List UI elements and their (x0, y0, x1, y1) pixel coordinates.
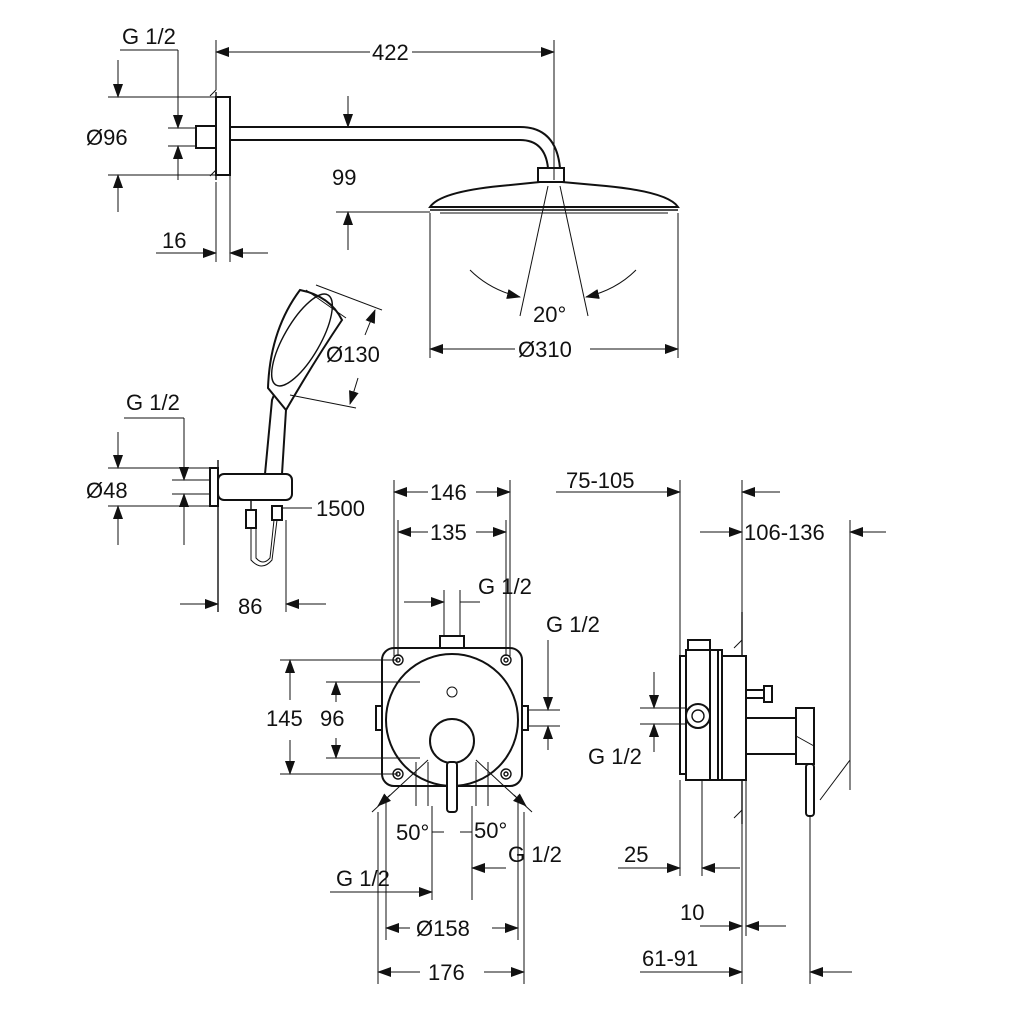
mixer-side-labels: 75-105 106-136 G 1/2 25 10 61-91 (566, 468, 825, 971)
height-outer-label: 145 (266, 706, 303, 731)
plate-diameter-label: Ø158 (416, 916, 470, 941)
g-side-label: G 1/2 (588, 744, 642, 769)
hand-diameter-label: Ø48 (86, 478, 128, 503)
head-diameter-label: Ø310 (518, 337, 572, 362)
hand-shower-labels: Ø130 G 1/2 Ø48 1500 86 (86, 342, 380, 619)
height-inner-label: 96 (320, 706, 344, 731)
hand-head-diameter-label: Ø130 (326, 342, 380, 367)
angle-left-label: 50° (396, 820, 429, 845)
g-top-label: G 1/2 (478, 574, 532, 599)
hand-g-label: G 1/2 (126, 390, 180, 415)
width-inner-label: 135 (430, 520, 467, 545)
angle-right-label: 50° (474, 818, 507, 843)
depth-right-label: 106-136 (744, 520, 825, 545)
width-total-label: 176 (428, 960, 465, 985)
spray-angle-label: 20° (533, 302, 566, 327)
g-bottom-right-label: G 1/2 (508, 842, 562, 867)
flange-depth-label: 16 (162, 228, 186, 253)
hose-length-label: 1500 (316, 496, 365, 521)
overhead-labels: G 1/2 Ø96 422 99 16 20° Ø310 (86, 24, 572, 362)
width-outer-label: 146 (430, 480, 467, 505)
overhead-g-label: G 1/2 (122, 24, 176, 49)
depth-top-label: 75-105 (566, 468, 635, 493)
offset-10-label: 10 (680, 900, 704, 925)
mixer-side-drawing (556, 480, 886, 984)
projection-label: 86 (238, 594, 262, 619)
offset-25-label: 25 (624, 842, 648, 867)
depth-bottom-label: 61-91 (642, 946, 698, 971)
hand-shower-drawing (108, 284, 383, 612)
mixer-front-drawing (280, 480, 560, 984)
mixer-front-labels: 146 135 G 1/2 G 1/2 145 96 50° 50° G 1/2… (266, 480, 600, 985)
overhead-diameter-label: Ø96 (86, 125, 128, 150)
overhead-shower-drawing (108, 40, 680, 358)
g-bottom-left-label: G 1/2 (336, 866, 390, 891)
drop-label: 99 (332, 165, 356, 190)
arm-length-label: 422 (372, 40, 409, 65)
g-right-label: G 1/2 (546, 612, 600, 637)
